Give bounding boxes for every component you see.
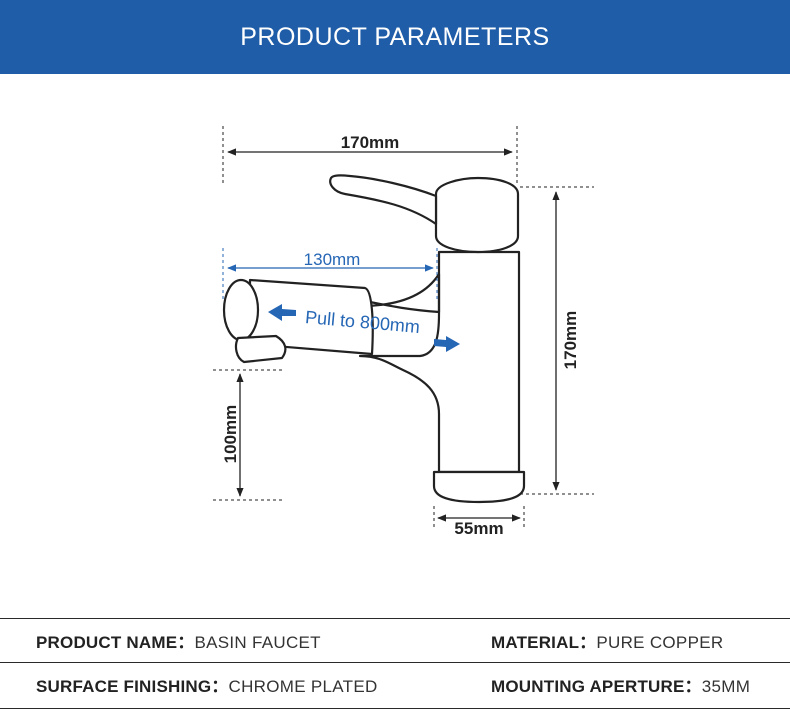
spec-surface-finishing: SURFACE FINISHING：CHROME PLATED	[36, 672, 378, 697]
width-dimension-label: 170mm	[341, 133, 400, 152]
pull-right-arrow-icon	[434, 336, 460, 352]
spec-value: 35MM	[701, 677, 751, 696]
table-divider	[0, 708, 790, 709]
faucet-base	[432, 470, 526, 504]
spec-label: MOUNTING APERTURE：	[491, 677, 702, 696]
spec-value: BASIN FAUCET	[194, 633, 321, 652]
faucet-diagram: 170mm 130mm Pull to 800mm 170mm 100mm 55…	[213, 126, 594, 538]
spout-head	[222, 278, 260, 342]
spout-length-label: 130mm	[304, 250, 361, 269]
spec-label: SURFACE FINISHING：	[36, 677, 229, 696]
header-banner: PRODUCT PARAMETERS	[0, 0, 790, 74]
spec-material: MATERIAL：PURE COPPER	[491, 628, 723, 653]
pull-left-arrow-icon	[268, 304, 296, 321]
page-title: PRODUCT PARAMETERS	[240, 22, 550, 51]
spec-value: CHROME PLATED	[228, 677, 378, 696]
guide-lines	[213, 126, 594, 530]
blue-guide-lines	[222, 248, 438, 300]
spec-mounting-aperture: MOUNTING APERTURE：35MM	[491, 672, 750, 697]
faucet-outline	[222, 174, 526, 504]
height-dimension-label: 170mm	[561, 311, 580, 370]
base-dimension-label: 55mm	[454, 519, 503, 538]
spec-label: MATERIAL：	[491, 633, 597, 652]
spout-height-label: 100mm	[221, 405, 240, 464]
spec-label: PRODUCT NAME：	[36, 633, 195, 652]
faucet-cap	[434, 176, 520, 254]
table-divider	[0, 662, 790, 663]
table-divider	[0, 618, 790, 619]
spec-value: PURE COPPER	[596, 633, 724, 652]
spec-product-name: PRODUCT NAME：BASIN FAUCET	[36, 628, 321, 653]
faucet-handle	[329, 174, 438, 226]
spout-nozzle	[234, 334, 287, 364]
spec-table: PRODUCT NAME：BASIN FAUCET MATERIAL：PURE …	[0, 618, 790, 710]
